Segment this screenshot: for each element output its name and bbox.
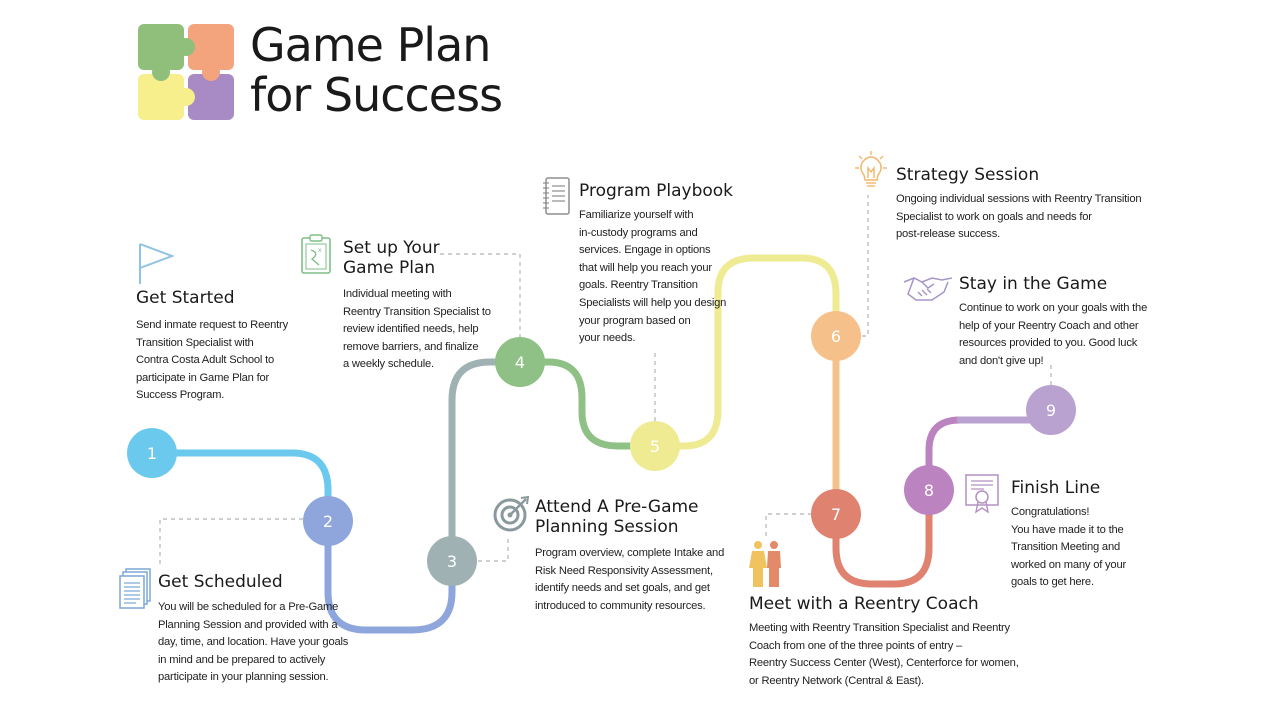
connector-7 (765, 513, 812, 540)
certificate-icon (965, 474, 999, 514)
step-title-line-2: Game Plan (343, 258, 436, 278)
path-segment-1-2 (148, 449, 332, 525)
step-description: Individual meeting with Reentry Transiti… (343, 288, 491, 371)
path-segment-7-8 (832, 486, 933, 588)
step-description: Familiarize yourself with in-custody pro… (579, 209, 727, 345)
svg-text:4: 4 (515, 353, 525, 372)
step-node-8[interactable]: 8 (904, 465, 954, 515)
step-7-reentry-coach: Meet with a Reentry Coach Meeting with R… (749, 594, 1019, 690)
svg-text:5: 5 (650, 437, 660, 456)
puzzle-logo-icon (138, 24, 234, 120)
svg-text:7: 7 (831, 505, 841, 524)
step-node-6[interactable]: 6 (811, 311, 861, 361)
svg-text:6: 6 (831, 327, 841, 346)
step-description: Program overview, complete Intake and Ri… (535, 547, 725, 612)
step-5-program-playbook: Program Playbook Familiarize yourself wi… (579, 181, 733, 348)
step-3-pre-game-session: Attend A Pre-Game Planning Session Progr… (535, 497, 724, 615)
step-title: Meet with a Reentry Coach (749, 594, 979, 614)
people-icon (749, 541, 781, 587)
step-title: Program Playbook (579, 181, 734, 201)
step-title-line-1: Set up Your (343, 238, 440, 258)
path-segment-3-4 (448, 358, 524, 565)
step-node-2[interactable]: 2 (303, 496, 353, 546)
svg-text:x: x (318, 247, 322, 254)
svg-text:9: 9 (1046, 401, 1056, 420)
step-description: Meeting with Reentry Transition Speciali… (749, 622, 1019, 687)
path-segment-2-3 (324, 517, 456, 634)
notebook-icon (543, 177, 570, 215)
step-title: Finish Line (1011, 478, 1101, 498)
step-node-5[interactable]: 5 (630, 421, 680, 471)
step-1-get-started: Get Started Send inmate request to Reent… (136, 288, 288, 405)
step-title: Stay in the Game (959, 274, 1108, 294)
lightbulb-icon (855, 151, 887, 187)
page-title: Game Plan for Success (250, 18, 503, 122)
step-node-7[interactable]: 7 (811, 489, 861, 539)
page-title-line-2: for Success (250, 68, 503, 122)
svg-text:1: 1 (147, 444, 157, 463)
step-4-set-up-game-plan: Set up Your Game Plan Individual meeting… (343, 238, 491, 374)
step-title-line-2: Planning Session (535, 517, 679, 537)
path-segment-5-6 (651, 254, 840, 450)
step-description: Send inmate request to Reentry Transitio… (136, 319, 288, 402)
connector-2 (159, 518, 303, 565)
flag-icon (139, 243, 175, 284)
handshake-icon (903, 277, 953, 301)
step-title: Strategy Session (896, 165, 1040, 185)
step-description: Continue to work on your goals with the … (959, 302, 1148, 367)
step-2-get-scheduled: Get Scheduled You will be scheduled for … (158, 572, 348, 687)
svg-text:3: 3 (447, 552, 457, 571)
step-node-4[interactable]: 4 (495, 337, 545, 387)
step-6-strategy-session: Strategy Session Ongoing individual sess… (896, 165, 1142, 244)
documents-icon (119, 568, 151, 609)
step-8-finish-line: Finish Line Congratulations! You have ma… (1011, 478, 1126, 592)
page-title-line-1: Game Plan (250, 18, 491, 72)
step-node-1[interactable]: 1 (127, 428, 177, 478)
step-description: Ongoing individual sessions with Reentry… (896, 193, 1142, 241)
svg-text:2: 2 (323, 512, 333, 531)
step-9-stay-in-the-game: Stay in the Game Continue to work on you… (959, 274, 1147, 370)
connector-4 (440, 253, 521, 338)
target-icon (493, 495, 530, 532)
step-node-9[interactable]: 9 (1026, 385, 1076, 435)
step-title: Get Started (136, 288, 235, 308)
svg-text:8: 8 (924, 481, 934, 500)
step-description: You will be scheduled for a Pre-Game Pla… (158, 601, 349, 684)
clipboard-icon: x (301, 234, 331, 274)
path-segment-4-5 (516, 358, 659, 450)
connector-6 (862, 195, 869, 337)
step-title-line-1: Attend A Pre-Game (535, 497, 699, 517)
step-node-3[interactable]: 3 (427, 536, 477, 586)
step-title: Get Scheduled (158, 572, 283, 592)
step-description: Congratulations! You have made it to the… (1011, 506, 1126, 589)
connector-3 (478, 535, 509, 562)
